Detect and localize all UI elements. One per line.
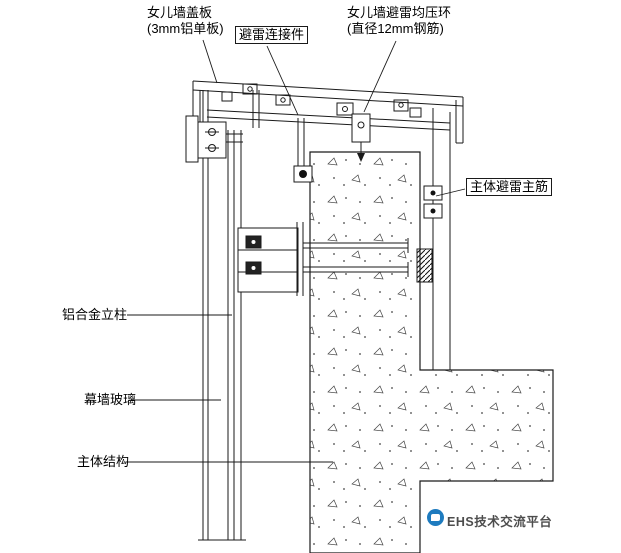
cap-fixing-bracket	[185, 115, 243, 163]
ring-hanger-detail	[351, 113, 371, 162]
mullion-bracket	[237, 222, 409, 296]
concrete-structure	[309, 151, 554, 553]
lightning-connector-strip	[293, 118, 313, 183]
label-main-structure: 主体结构	[77, 454, 130, 469]
label-main-rebar: 主体避雷主筋	[466, 178, 553, 196]
label-equalizing-ring-line1: 女儿墙避雷均压环	[347, 5, 452, 20]
label-parapet-cap-line2: (3mm铝单板)	[147, 21, 224, 36]
label-aluminum-mullion: 铝合金立柱	[62, 307, 128, 322]
main-rebar-bracket	[423, 185, 443, 219]
back-panel-lines	[432, 108, 451, 370]
label-equalizing-ring-line2: (直径12mm钢筋)	[347, 21, 444, 36]
label-lightning-connector: 避雷连接件	[235, 26, 309, 44]
label-parapet-cap: 女儿墙盖板 (3mm铝单板)	[147, 5, 224, 37]
ehs-logo-icon	[427, 509, 444, 526]
footer-platform-text: EHS技术交流平台	[447, 515, 553, 529]
label-parapet-cap-line1: 女儿墙盖板	[147, 5, 213, 20]
leader-lines	[126, 39, 466, 463]
embed-plate-hatched	[416, 248, 433, 283]
label-equalizing-ring: 女儿墙避雷均压环 (直径12mm钢筋)	[347, 5, 451, 37]
label-curtain-glass: 幕墙玻璃	[84, 392, 137, 407]
